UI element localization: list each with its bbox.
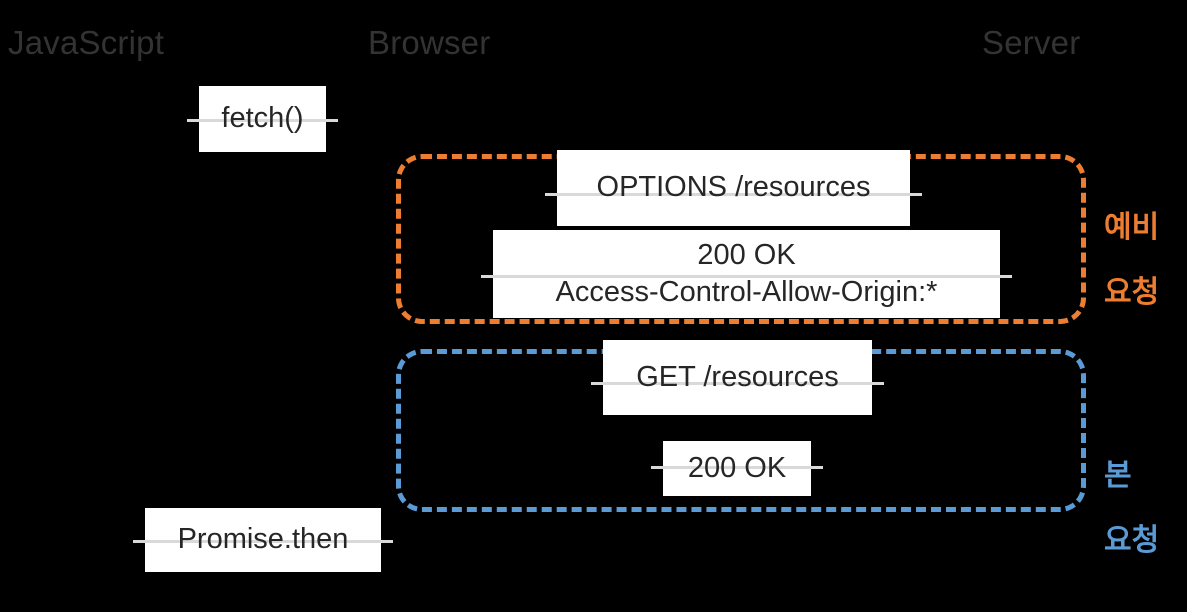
- message-label-preflight-response-status: 200 OK: [697, 238, 796, 271]
- arrow-line-promise-then: [133, 540, 393, 543]
- message-box-get-request: GET /resources: [591, 340, 884, 415]
- message-box-fetch: fetch(): [187, 86, 338, 152]
- message-label-get-request: GET /resources: [636, 360, 839, 393]
- arrow-line-get-request: [591, 382, 884, 385]
- arrow-line-options-request: [545, 193, 922, 196]
- group-label-main-request-line1: 본: [1104, 459, 1132, 493]
- arrow-line-fetch: [187, 119, 338, 122]
- arrow-line-get-response: [651, 466, 823, 469]
- message-label-options-request: OPTIONS /resources: [596, 171, 871, 204]
- group-label-main-request: 본 요청: [1104, 428, 1159, 590]
- group-label-preflight-line1: 예비: [1104, 211, 1160, 245]
- group-label-preflight: 예비 요청: [1104, 180, 1159, 342]
- group-label-preflight-line2: 요청: [1104, 276, 1160, 310]
- group-label-main-request-line2: 요청: [1104, 524, 1160, 558]
- column-header-javascript: JavaScript: [8, 24, 165, 61]
- message-label-get-response: 200 OK: [687, 451, 787, 484]
- message-label-preflight-response-header: Access-Control-Allow-Origin:*: [555, 276, 938, 308]
- message-box-options-request: OPTIONS /resources: [545, 150, 922, 226]
- message-label-promise-then: Promise.then: [177, 523, 349, 556]
- message-box-promise-then: Promise.then: [133, 508, 393, 572]
- message-box-get-response: 200 OK: [651, 441, 823, 496]
- arrow-line-preflight-response: [481, 275, 1012, 278]
- message-label-fetch: fetch(): [221, 102, 304, 135]
- column-header-browser: Browser: [368, 24, 491, 61]
- message-box-preflight-response: 200 OK Access-Control-Allow-Origin:*: [481, 230, 1012, 318]
- column-header-server: Server: [982, 24, 1081, 61]
